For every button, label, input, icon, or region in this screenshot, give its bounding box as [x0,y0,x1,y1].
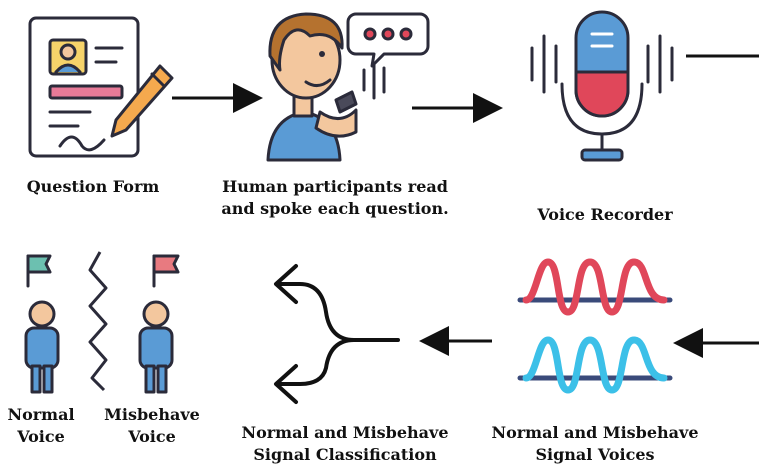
normal-voice-line-1: Normal [7,405,75,424]
normal-voice-label: Normal Voice [0,404,82,448]
question-form-icon [28,16,174,158]
signal-wave-icon [517,258,673,394]
normal-voice-line-2: Voice [17,427,65,446]
misbehave-person-icon [138,254,180,394]
signal-voices-label: Normal and Misbehave Signal Voices [480,422,710,466]
speech-bubble-icon [346,12,430,68]
signal-voices-line-2: Signal Voices [535,445,655,464]
participants-line-1: Human participants read [222,177,448,196]
recorder-text: Voice Recorder [537,205,673,224]
classification-label: Normal and Misbehave Signal Classificati… [226,422,464,466]
misbehave-voice-line-2: Voice [128,427,176,446]
participant-icon [266,12,386,162]
recorder-label: Voice Recorder [530,204,680,226]
classification-line-2: Signal Classification [253,445,437,464]
participants-label: Human participants read and spoke each q… [210,176,460,220]
participants-line-2: and spoke each question. [221,199,449,218]
question-form-label: Question Form [18,176,168,198]
microphone-icon [530,10,674,162]
zigzag-divider [88,251,108,392]
question-form-text: Question Form [26,177,160,196]
misbehave-voice-line-1: Misbehave [104,405,200,424]
classification-line-1: Normal and Misbehave [241,423,449,442]
classification-split-icon [274,264,400,404]
signal-voices-line-1: Normal and Misbehave [491,423,699,442]
normal-person-icon [24,254,60,394]
misbehave-voice-label: Misbehave Voice [96,404,208,448]
